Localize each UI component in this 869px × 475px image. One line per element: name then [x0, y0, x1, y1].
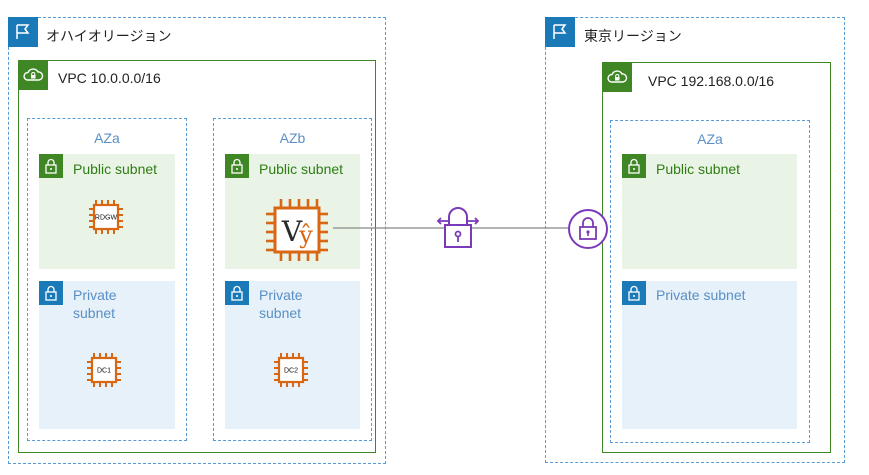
vyos-v-glyph: V	[281, 215, 303, 248]
public-subnet	[622, 154, 797, 269]
private-subnet-label: Private subnet	[656, 287, 746, 303]
private-subnet-label-line2: subnet	[73, 305, 116, 321]
az-b-ohio	[213, 118, 372, 441]
private-subnet-label-line1: Private	[259, 287, 303, 303]
ec2-chip-icon: RDGW	[89, 200, 123, 234]
ec2-chip-icon: DC1	[87, 353, 121, 387]
tokyo-vpc-label: VPC 192.168.0.0/16	[648, 73, 775, 89]
padlock-icon	[622, 281, 646, 305]
cloud-lock-icon	[18, 60, 48, 90]
ohio-vpc-label: VPC 10.0.0.0/16	[58, 70, 161, 86]
ohio-region-label: オハイオリージョン	[46, 28, 172, 44]
tokyo-region-label: 東京リージョン	[584, 28, 682, 44]
az-a-tokyo-label: AZa	[697, 131, 723, 147]
ec2-chip-icon: DC2	[274, 353, 308, 387]
cloud-lock-icon	[602, 62, 632, 92]
dc1-label: DC1	[97, 368, 111, 375]
private-subnet-label-line1: Private	[73, 287, 117, 303]
public-subnet-label: Public subnet	[259, 161, 344, 177]
tokyo-vpc	[602, 62, 831, 453]
public-subnet-label: Public subnet	[656, 161, 741, 177]
az-a-tokyo	[610, 120, 810, 443]
vyos-instance-icon: V ŷ	[266, 199, 328, 261]
ohio-vpc	[18, 60, 376, 453]
padlock-icon	[39, 154, 63, 178]
private-subnet	[622, 281, 797, 429]
flag-icon	[8, 17, 38, 47]
vyos-y-glyph: ŷ	[298, 221, 313, 249]
az-b-ohio-label: AZb	[279, 130, 306, 146]
tokyo-region	[545, 17, 845, 463]
circle-lock-icon	[568, 209, 608, 249]
vpn-gateway-icon	[436, 207, 480, 248]
padlock-icon	[622, 154, 646, 178]
private-subnet-label-line2: subnet	[259, 305, 302, 321]
az-a-ohio	[27, 118, 187, 441]
flag-icon	[545, 17, 575, 47]
padlock-icon	[39, 281, 63, 305]
padlock-icon	[225, 281, 249, 305]
rdgw-label: RDGW	[95, 215, 118, 222]
ohio-region	[8, 17, 386, 464]
padlock-icon	[225, 154, 249, 178]
az-a-ohio-label: AZa	[94, 130, 120, 146]
public-subnet-label: Public subnet	[73, 161, 158, 177]
dc2-label: DC2	[284, 368, 298, 375]
